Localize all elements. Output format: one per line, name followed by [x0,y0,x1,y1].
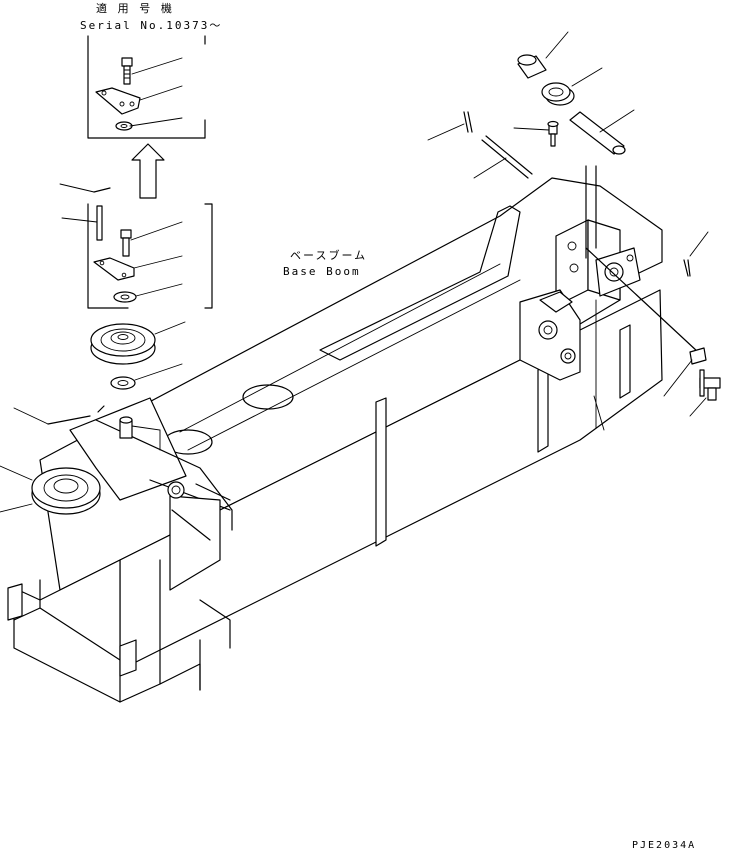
part-name-japanese: ベースブーム [290,248,367,262]
mounting-parts-group [59,183,213,309]
sheave-washer [110,363,183,390]
up-arrow-icon [131,143,165,199]
part-name-english: Base Boom [283,265,361,278]
grease-nipple [513,120,559,147]
lock-plate [663,347,707,397]
bearing [541,67,603,106]
serial-variant-inset [87,35,206,139]
rear-bracket-assembly [473,135,699,429]
split-pin-right [683,231,709,277]
split-pin-top [427,111,473,141]
serial-number-label: Serial No.10373～ [80,19,222,32]
drawing-code: PJE2034A [632,840,696,851]
pin-shaft [569,109,635,155]
base-boom-body [0,177,663,703]
applicable-serial-heading: 適 用 号 機 [96,1,174,15]
sheave-pulley [90,321,186,365]
hex-bolt-right [689,369,721,417]
bushing [517,31,569,79]
